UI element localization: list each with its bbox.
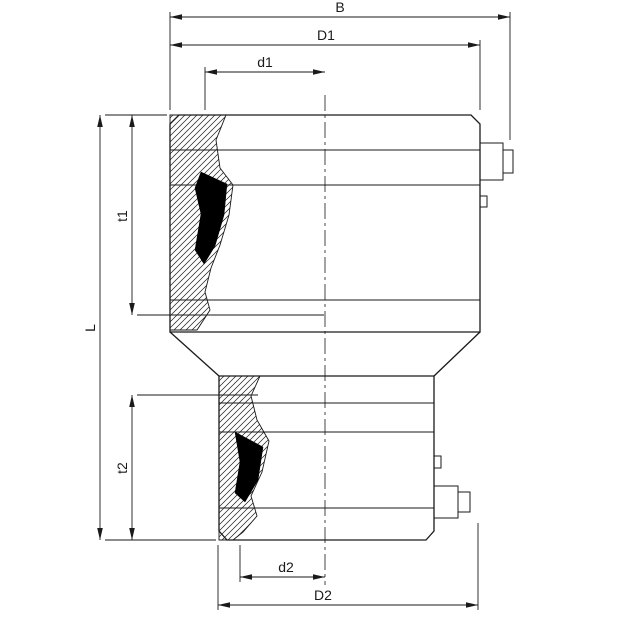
dimension-D1: D1 xyxy=(170,27,481,110)
dim-label-D2: D2 xyxy=(314,587,332,603)
reducer-coupling-body xyxy=(137,95,514,585)
lower-terminal xyxy=(433,455,471,519)
upper-fusion-element xyxy=(194,171,228,265)
dim-label-d1: d1 xyxy=(257,54,273,70)
lower-socket xyxy=(137,375,435,541)
upper-terminal xyxy=(479,142,514,208)
dimension-d1: d1 xyxy=(204,54,325,110)
dimension-B: B xyxy=(169,0,511,140)
dim-label-L: L xyxy=(82,324,98,332)
dim-label-t2: t2 xyxy=(114,462,130,474)
dimension-t1: t1 xyxy=(114,115,135,315)
dimension-D2: D2 xyxy=(217,523,479,610)
dim-label-D1: D1 xyxy=(317,27,335,43)
upper-socket xyxy=(137,114,481,333)
dimension-t2: t2 xyxy=(114,395,135,540)
dimension-L: L xyxy=(82,114,216,541)
reduction-taper xyxy=(169,331,481,377)
dim-label-d2: d2 xyxy=(278,559,294,575)
lower-fusion-element xyxy=(234,431,264,503)
dim-label-t1: t1 xyxy=(114,210,130,222)
dim-label-B: B xyxy=(335,0,344,15)
dimension-d2: d2 xyxy=(239,545,325,582)
